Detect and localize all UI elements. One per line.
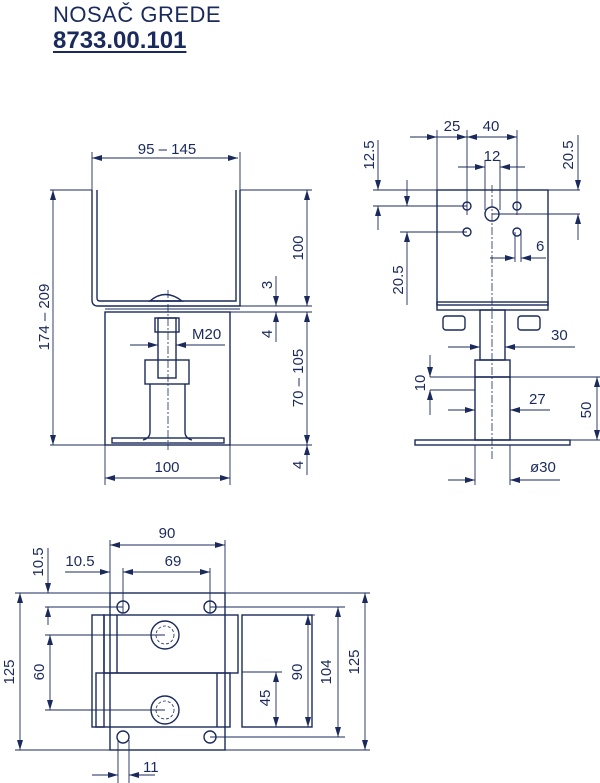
drawing-title: NOSAČ GREDE bbox=[53, 2, 222, 27]
dim-90-top: 90 bbox=[159, 525, 176, 542]
dim-6: 6 bbox=[536, 238, 544, 255]
dim-20-5-left: 20.5 bbox=[390, 265, 407, 294]
dim-12-5: 12.5 bbox=[361, 140, 378, 169]
side-view: 25 40 12 12.5 20.5 20.5 6 30 10 27 50 ø3… bbox=[361, 118, 600, 485]
dim-90-right: 90 bbox=[289, 664, 306, 681]
dim-plate-top: 4 bbox=[259, 330, 276, 338]
dim-10-5-horizontal: 10.5 bbox=[65, 553, 94, 570]
dim-20-5-right: 20.5 bbox=[560, 140, 577, 169]
top-view: 90 69 10.5 10.5 125 60 45 90 104 125 11 bbox=[1, 525, 370, 783]
dim-25: 25 bbox=[444, 118, 461, 135]
dim-base-width: 100 bbox=[154, 459, 179, 476]
dim-10: 10 bbox=[412, 375, 429, 392]
dim-60: 60 bbox=[31, 664, 48, 681]
dim-11: 11 bbox=[143, 759, 159, 776]
front-view: 95 – 145 174 – 209 100 3 4 70 – 105 4 M2… bbox=[36, 141, 312, 485]
dim-40: 40 bbox=[483, 118, 500, 135]
dim-dia-30: ø30 bbox=[530, 459, 556, 476]
dim-69: 69 bbox=[165, 553, 182, 570]
dim-45: 45 bbox=[257, 690, 274, 707]
dim-height-range: 174 – 209 bbox=[36, 284, 53, 351]
dim-104: 104 bbox=[318, 659, 335, 684]
dim-125-right: 125 bbox=[346, 649, 363, 674]
dim-50: 50 bbox=[578, 402, 595, 419]
dim-125-left: 125 bbox=[1, 659, 18, 684]
dim-12: 12 bbox=[484, 148, 501, 165]
thread-label: M20 bbox=[192, 326, 221, 343]
dim-adjust-range: 70 – 105 bbox=[290, 349, 307, 407]
dim-channel-height: 100 bbox=[290, 235, 307, 260]
part-number: 8733.00.101 bbox=[53, 27, 187, 54]
dim-10-5-vertical: 10.5 bbox=[30, 547, 47, 576]
dim-27: 27 bbox=[529, 391, 546, 408]
dim-plate-bottom: 4 bbox=[290, 461, 307, 469]
dim-channel-thickness: 3 bbox=[259, 281, 276, 289]
dim-width-range: 95 – 145 bbox=[138, 141, 196, 158]
dim-30: 30 bbox=[551, 327, 568, 344]
